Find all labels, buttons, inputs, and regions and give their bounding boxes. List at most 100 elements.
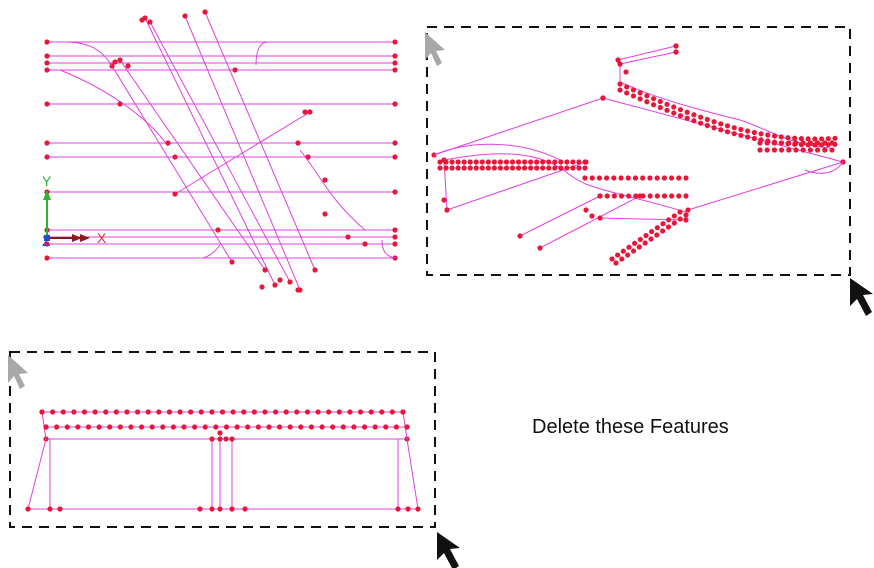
vertex-node[interactable] (467, 159, 473, 165)
vertex-node[interactable] (640, 175, 646, 181)
vertex-node[interactable] (673, 49, 679, 55)
vertex-node[interactable] (404, 424, 410, 430)
wire-edge[interactable] (174, 111, 311, 195)
vertex-node[interactable] (255, 424, 261, 430)
vertex-node[interactable] (509, 159, 516, 165)
vertex-node[interactable] (392, 227, 398, 233)
vertex-node[interactable] (509, 165, 516, 171)
vertex-node[interactable] (805, 136, 811, 142)
vertex-node[interactable] (198, 409, 204, 415)
wire-edge[interactable] (149, 21, 291, 283)
vertex-node[interactable] (807, 140, 814, 146)
vertex-node[interactable] (724, 129, 731, 135)
vertex-node[interactable] (117, 101, 123, 107)
vertex-node[interactable] (44, 101, 50, 107)
vertex-node[interactable] (691, 112, 697, 118)
vertex-node[interactable] (449, 165, 455, 171)
vertex-node[interactable] (626, 244, 632, 250)
vertex-node[interactable] (583, 207, 589, 213)
vertex-node[interactable] (829, 140, 835, 146)
vertex-node[interactable] (620, 248, 626, 254)
vertex-node[interactable] (449, 159, 455, 165)
vertex-node[interactable] (691, 118, 697, 124)
vertex-node[interactable] (812, 136, 818, 142)
wire-curve[interactable] (381, 239, 396, 259)
vertex-node[interactable] (165, 140, 171, 146)
vertex-node[interactable] (400, 409, 406, 415)
wire-edge[interactable] (687, 161, 844, 211)
vertex-node[interactable] (503, 165, 510, 171)
vertex-node[interactable] (294, 409, 300, 415)
vertex-node[interactable] (800, 140, 806, 146)
wire-curve[interactable] (59, 69, 169, 147)
vertex-node[interactable] (215, 227, 221, 233)
vertex-node[interactable] (379, 409, 385, 415)
vertex-node[interactable] (684, 115, 690, 121)
vertex-node[interactable] (372, 424, 378, 430)
vertex-node[interactable] (223, 436, 229, 442)
vertex-node[interactable] (718, 121, 724, 127)
vertex-node[interactable] (340, 424, 346, 430)
vertex-node[interactable] (479, 159, 485, 165)
vertex-node[interactable] (540, 165, 546, 171)
vertex-node[interactable] (383, 424, 389, 430)
vertex-node[interactable] (308, 424, 315, 430)
vertex-node[interactable] (276, 424, 283, 430)
vertex-node[interactable] (392, 234, 398, 240)
top-view-wireframe[interactable] (44, 9, 398, 293)
vertex-node[interactable] (96, 424, 102, 430)
vertex-node[interactable] (589, 175, 595, 181)
vertex-node[interactable] (217, 436, 223, 442)
vertex-node[interactable] (661, 193, 668, 199)
vertex-node[interactable] (347, 409, 353, 415)
wire-edge[interactable] (406, 438, 419, 510)
vertex-node[interactable] (107, 424, 113, 430)
vertex-node[interactable] (613, 260, 619, 266)
vertex-node[interactable] (654, 225, 660, 231)
vertex-node[interactable] (576, 165, 582, 171)
vertex-node[interactable] (771, 140, 778, 146)
wire-edge[interactable] (617, 45, 677, 61)
vertex-node[interactable] (617, 87, 623, 93)
vertex-node[interactable] (166, 409, 173, 415)
vertex-node[interactable] (648, 236, 654, 242)
vertex-node[interactable] (771, 133, 778, 139)
vertex-node[interactable] (546, 165, 552, 171)
vertex-node[interactable] (437, 165, 443, 171)
vertex-node[interactable] (223, 424, 230, 430)
vertex-node[interactable] (266, 424, 272, 430)
vertex-node[interactable] (322, 211, 328, 217)
vertex-node[interactable] (395, 506, 401, 512)
vertex-node[interactable] (617, 81, 623, 87)
vertex-node[interactable] (139, 17, 145, 23)
vertex-node[interactable] (229, 506, 235, 512)
vertex-node[interactable] (671, 213, 677, 219)
vertex-node[interactable] (307, 109, 313, 115)
vertex-node[interactable] (815, 140, 821, 146)
vertex-node[interactable] (779, 140, 785, 146)
vertex-node[interactable] (44, 140, 50, 146)
vertex-node[interactable] (758, 131, 764, 137)
vertex-node[interactable] (64, 424, 70, 430)
vertex-node[interactable] (312, 267, 318, 273)
wire-edge[interactable] (144, 17, 276, 286)
vertex-node[interactable] (677, 107, 684, 113)
vertex-node[interactable] (668, 175, 675, 181)
vertex-node[interactable] (44, 39, 50, 45)
vertex-node[interactable] (304, 409, 311, 415)
vertex-node[interactable] (181, 424, 187, 430)
wire-curve[interactable] (619, 81, 831, 149)
vertex-node[interactable] (564, 159, 570, 165)
vertex-node[interactable] (298, 424, 304, 430)
vertex-node[interactable] (473, 159, 479, 165)
vertex-node[interactable] (600, 95, 606, 101)
vertex-node[interactable] (145, 409, 151, 415)
vertex-node[interactable] (156, 409, 162, 415)
vertex-node[interactable] (642, 240, 648, 246)
vertex-node[interactable] (392, 53, 398, 59)
vertex-node[interactable] (479, 165, 485, 171)
vertex-node[interactable] (618, 175, 624, 181)
vertex-node[interactable] (597, 215, 603, 221)
vertex-node[interactable] (437, 159, 443, 165)
